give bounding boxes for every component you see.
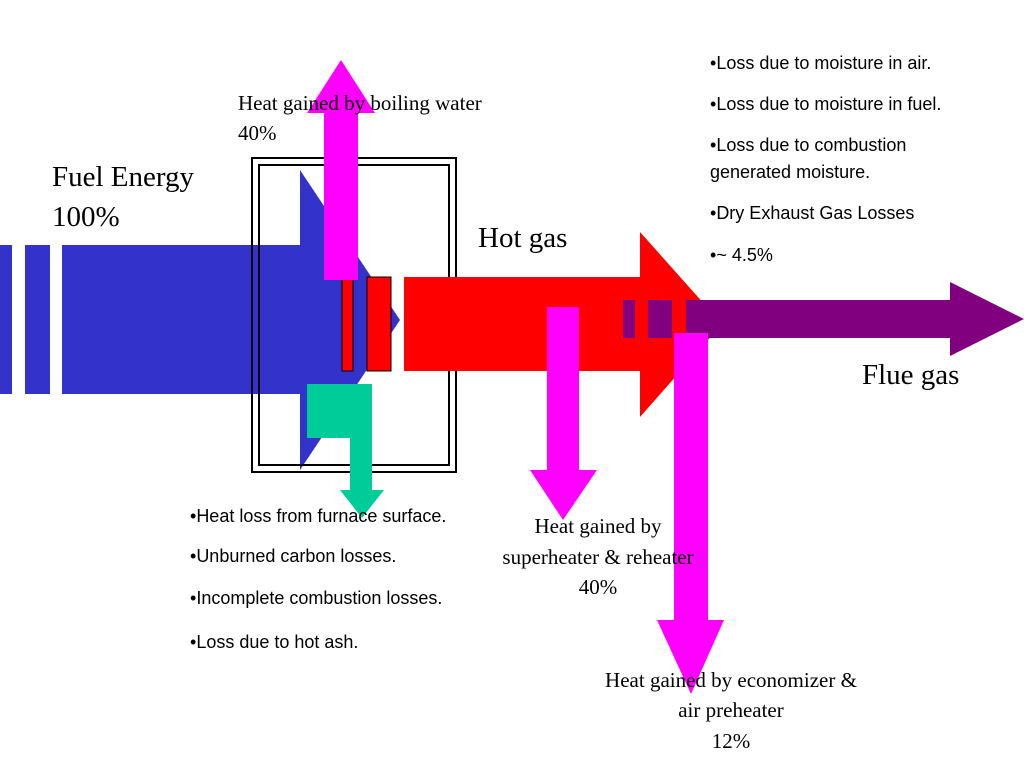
flue-gas-stripe-1 [623, 300, 635, 338]
list-item: Dry Exhaust Gas Losses [710, 203, 914, 224]
hot-gas-stripe-1 [341, 276, 354, 372]
boiling-water-arrow [307, 60, 375, 280]
economizer-arrow [657, 333, 724, 694]
superheater-label-line2: superheater & reheater [502, 545, 694, 569]
flue-gas-label: Flue gas [862, 359, 960, 391]
economizer-label-line2: air preheater [678, 698, 784, 722]
list-item-continuation: generated moisture. [710, 162, 871, 182]
list-item: Heat loss from furnace surface. [190, 506, 446, 527]
list-item: Loss due to combustion [710, 135, 906, 156]
list-item: Loss due to hot ash. [190, 632, 358, 653]
fuel-stripe-2 [25, 245, 50, 394]
flue-gas-arrow [686, 282, 1024, 356]
economizer-label-line1: Heat gained by economizer & [605, 668, 857, 692]
list-item: Loss due to moisture in air. [710, 53, 931, 74]
fuel-stripe-1 [0, 245, 12, 394]
superheater-percent: 40% [578, 575, 618, 599]
list-item: Loss due to moisture in fuel. [710, 94, 941, 115]
hot-gas-stripe-2 [366, 276, 392, 372]
hot-gas-label: Hot gas [478, 222, 568, 254]
list-item: Incomplete combustion losses. [190, 588, 442, 609]
boiling-water-label: Heat gained by boiling water [238, 91, 482, 115]
superheater-arrow [530, 307, 597, 520]
boiling-water-percent: 40% [238, 121, 277, 145]
economizer-percent: 12% [711, 729, 751, 753]
furnace-loss-arrow [307, 384, 384, 518]
list-item: ~ 4.5% [710, 245, 773, 266]
superheater-label-line1: Heat gained by [534, 514, 662, 538]
flue-gas-flow [623, 282, 1024, 356]
fuel-energy-percent: 100% [52, 201, 120, 233]
list-item: Unburned carbon losses. [190, 546, 396, 567]
flue-gas-stripe-2 [648, 300, 672, 338]
fuel-energy-label: Fuel Energy [52, 161, 195, 193]
